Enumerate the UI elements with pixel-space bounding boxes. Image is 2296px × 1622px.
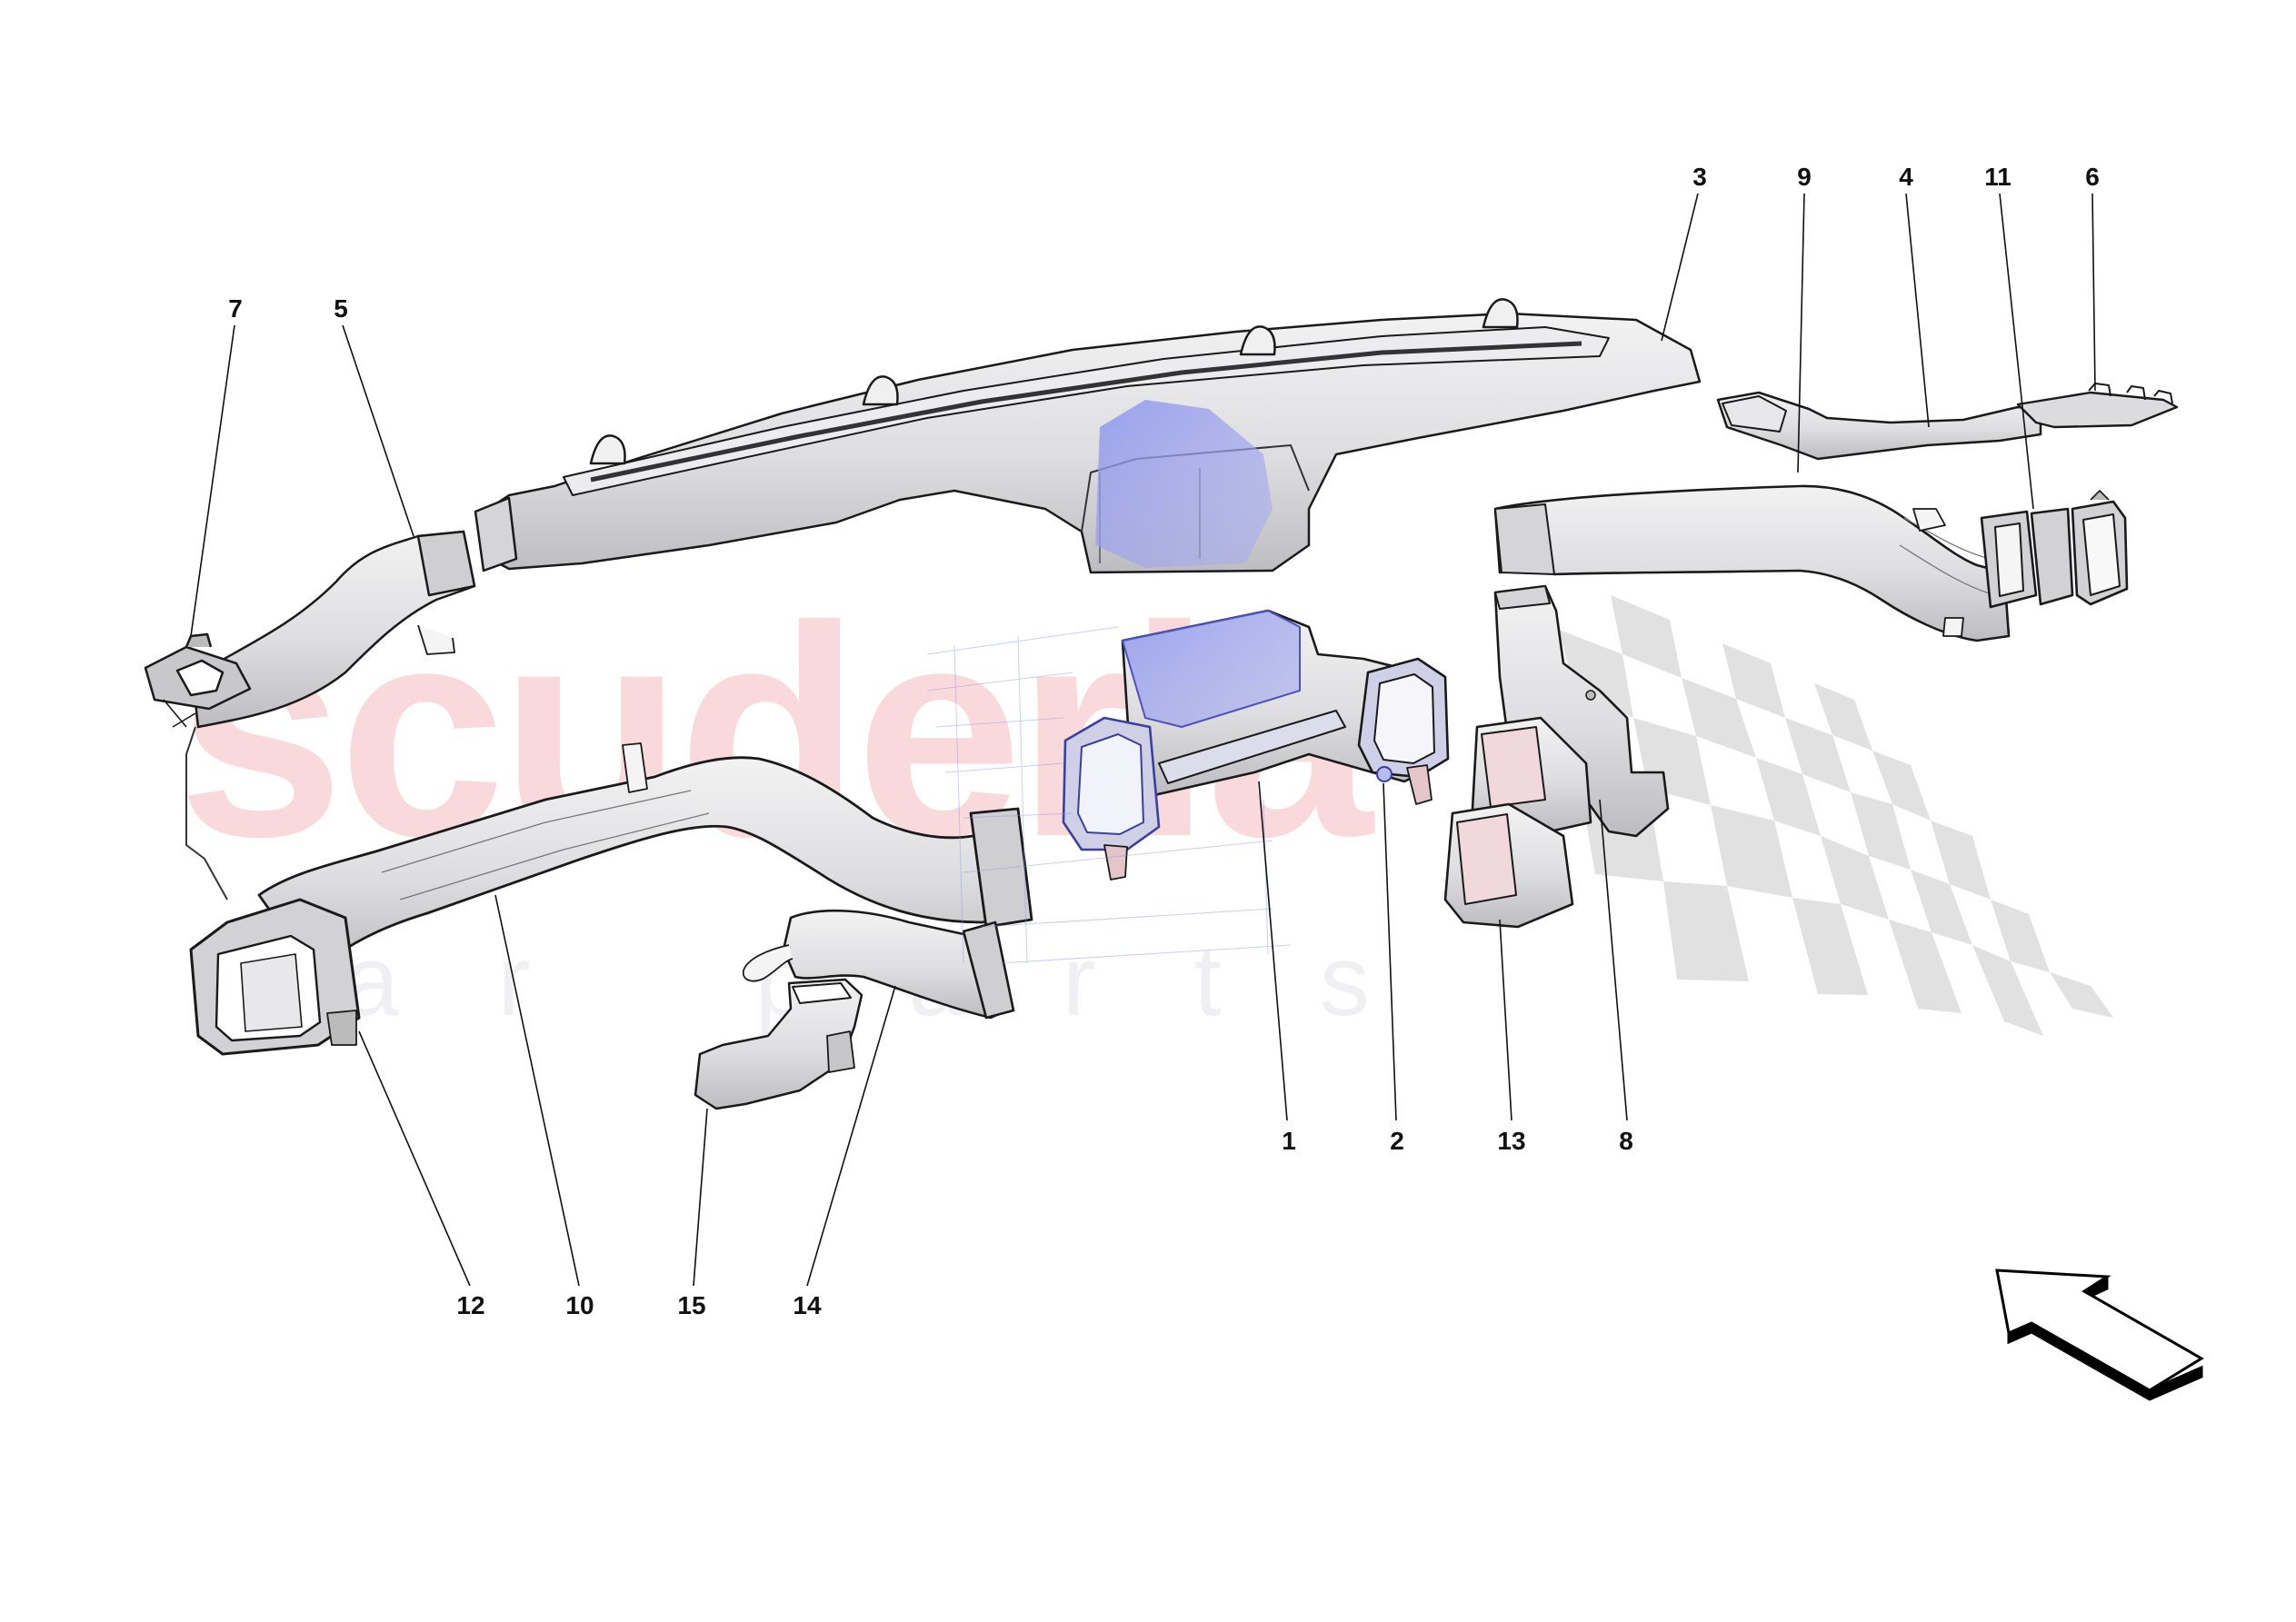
leader-line-14 xyxy=(806,985,896,1287)
leader-line-2 xyxy=(1383,782,1397,1121)
leader-line-8 xyxy=(1599,799,1628,1121)
callout-15[interactable]: 15 xyxy=(677,1291,706,1319)
leader-line-3 xyxy=(1661,193,1699,342)
leader-line-4 xyxy=(1905,193,1930,428)
callout-4[interactable]: 4 xyxy=(1899,163,1913,191)
part-1-central-vent-housing[interactable] xyxy=(1062,609,1450,881)
part-7-vent-bezel[interactable] xyxy=(144,632,252,728)
callout-2[interactable]: 2 xyxy=(1390,1127,1404,1155)
blueprint-background-sketch xyxy=(926,626,1292,964)
callout-14[interactable]: 14 xyxy=(793,1291,822,1319)
part-10-lower-long-duct[interactable] xyxy=(257,742,1033,974)
part-14-lower-duct[interactable] xyxy=(742,909,1015,1020)
leader-line-15 xyxy=(693,1108,708,1287)
callout-12[interactable]: 12 xyxy=(456,1291,485,1319)
callout-6[interactable]: 6 xyxy=(2085,163,2100,191)
callout-10[interactable]: 10 xyxy=(565,1291,594,1319)
part-11-right-outlet-bezels[interactable] xyxy=(1980,490,2129,609)
leader-line-13 xyxy=(1499,919,1512,1121)
leader-line-9 xyxy=(1797,193,1805,473)
callout-5[interactable]: 5 xyxy=(334,294,348,323)
part-2-clip[interactable] xyxy=(1376,766,1393,782)
part-5-left-curved-duct[interactable] xyxy=(191,530,476,729)
leader-line-5 xyxy=(342,324,414,537)
callout-11[interactable]: 11 xyxy=(1984,163,2011,191)
leader-line-1 xyxy=(1258,781,1288,1121)
part-3-upper-plenum-duct[interactable] xyxy=(474,298,1702,574)
leader-line-12 xyxy=(358,1030,471,1287)
leader-line-11 xyxy=(1999,193,2034,510)
part-15-foot-duct[interactable] xyxy=(694,978,863,1110)
leader-line-7 xyxy=(190,324,235,637)
callout-9[interactable]: 9 xyxy=(1797,163,1812,191)
part-6-clip-plate[interactable] xyxy=(2016,383,2179,429)
callout-13[interactable]: 13 xyxy=(1497,1127,1526,1155)
callout-7[interactable]: 7 xyxy=(228,294,243,323)
leader-line-10 xyxy=(494,894,580,1287)
callout-1[interactable]: 1 xyxy=(1282,1127,1296,1155)
callout-3[interactable]: 3 xyxy=(1692,163,1707,191)
part-13-lower-right-outlets[interactable] xyxy=(1443,716,1592,929)
part-12-left-outlet-bezel[interactable] xyxy=(189,898,361,1056)
part-7-bracket-strip xyxy=(185,726,228,901)
callout-8[interactable]: 8 xyxy=(1619,1127,1633,1155)
leader-line-6 xyxy=(2091,193,2096,392)
part-9-right-long-duct[interactable] xyxy=(1493,484,2011,642)
